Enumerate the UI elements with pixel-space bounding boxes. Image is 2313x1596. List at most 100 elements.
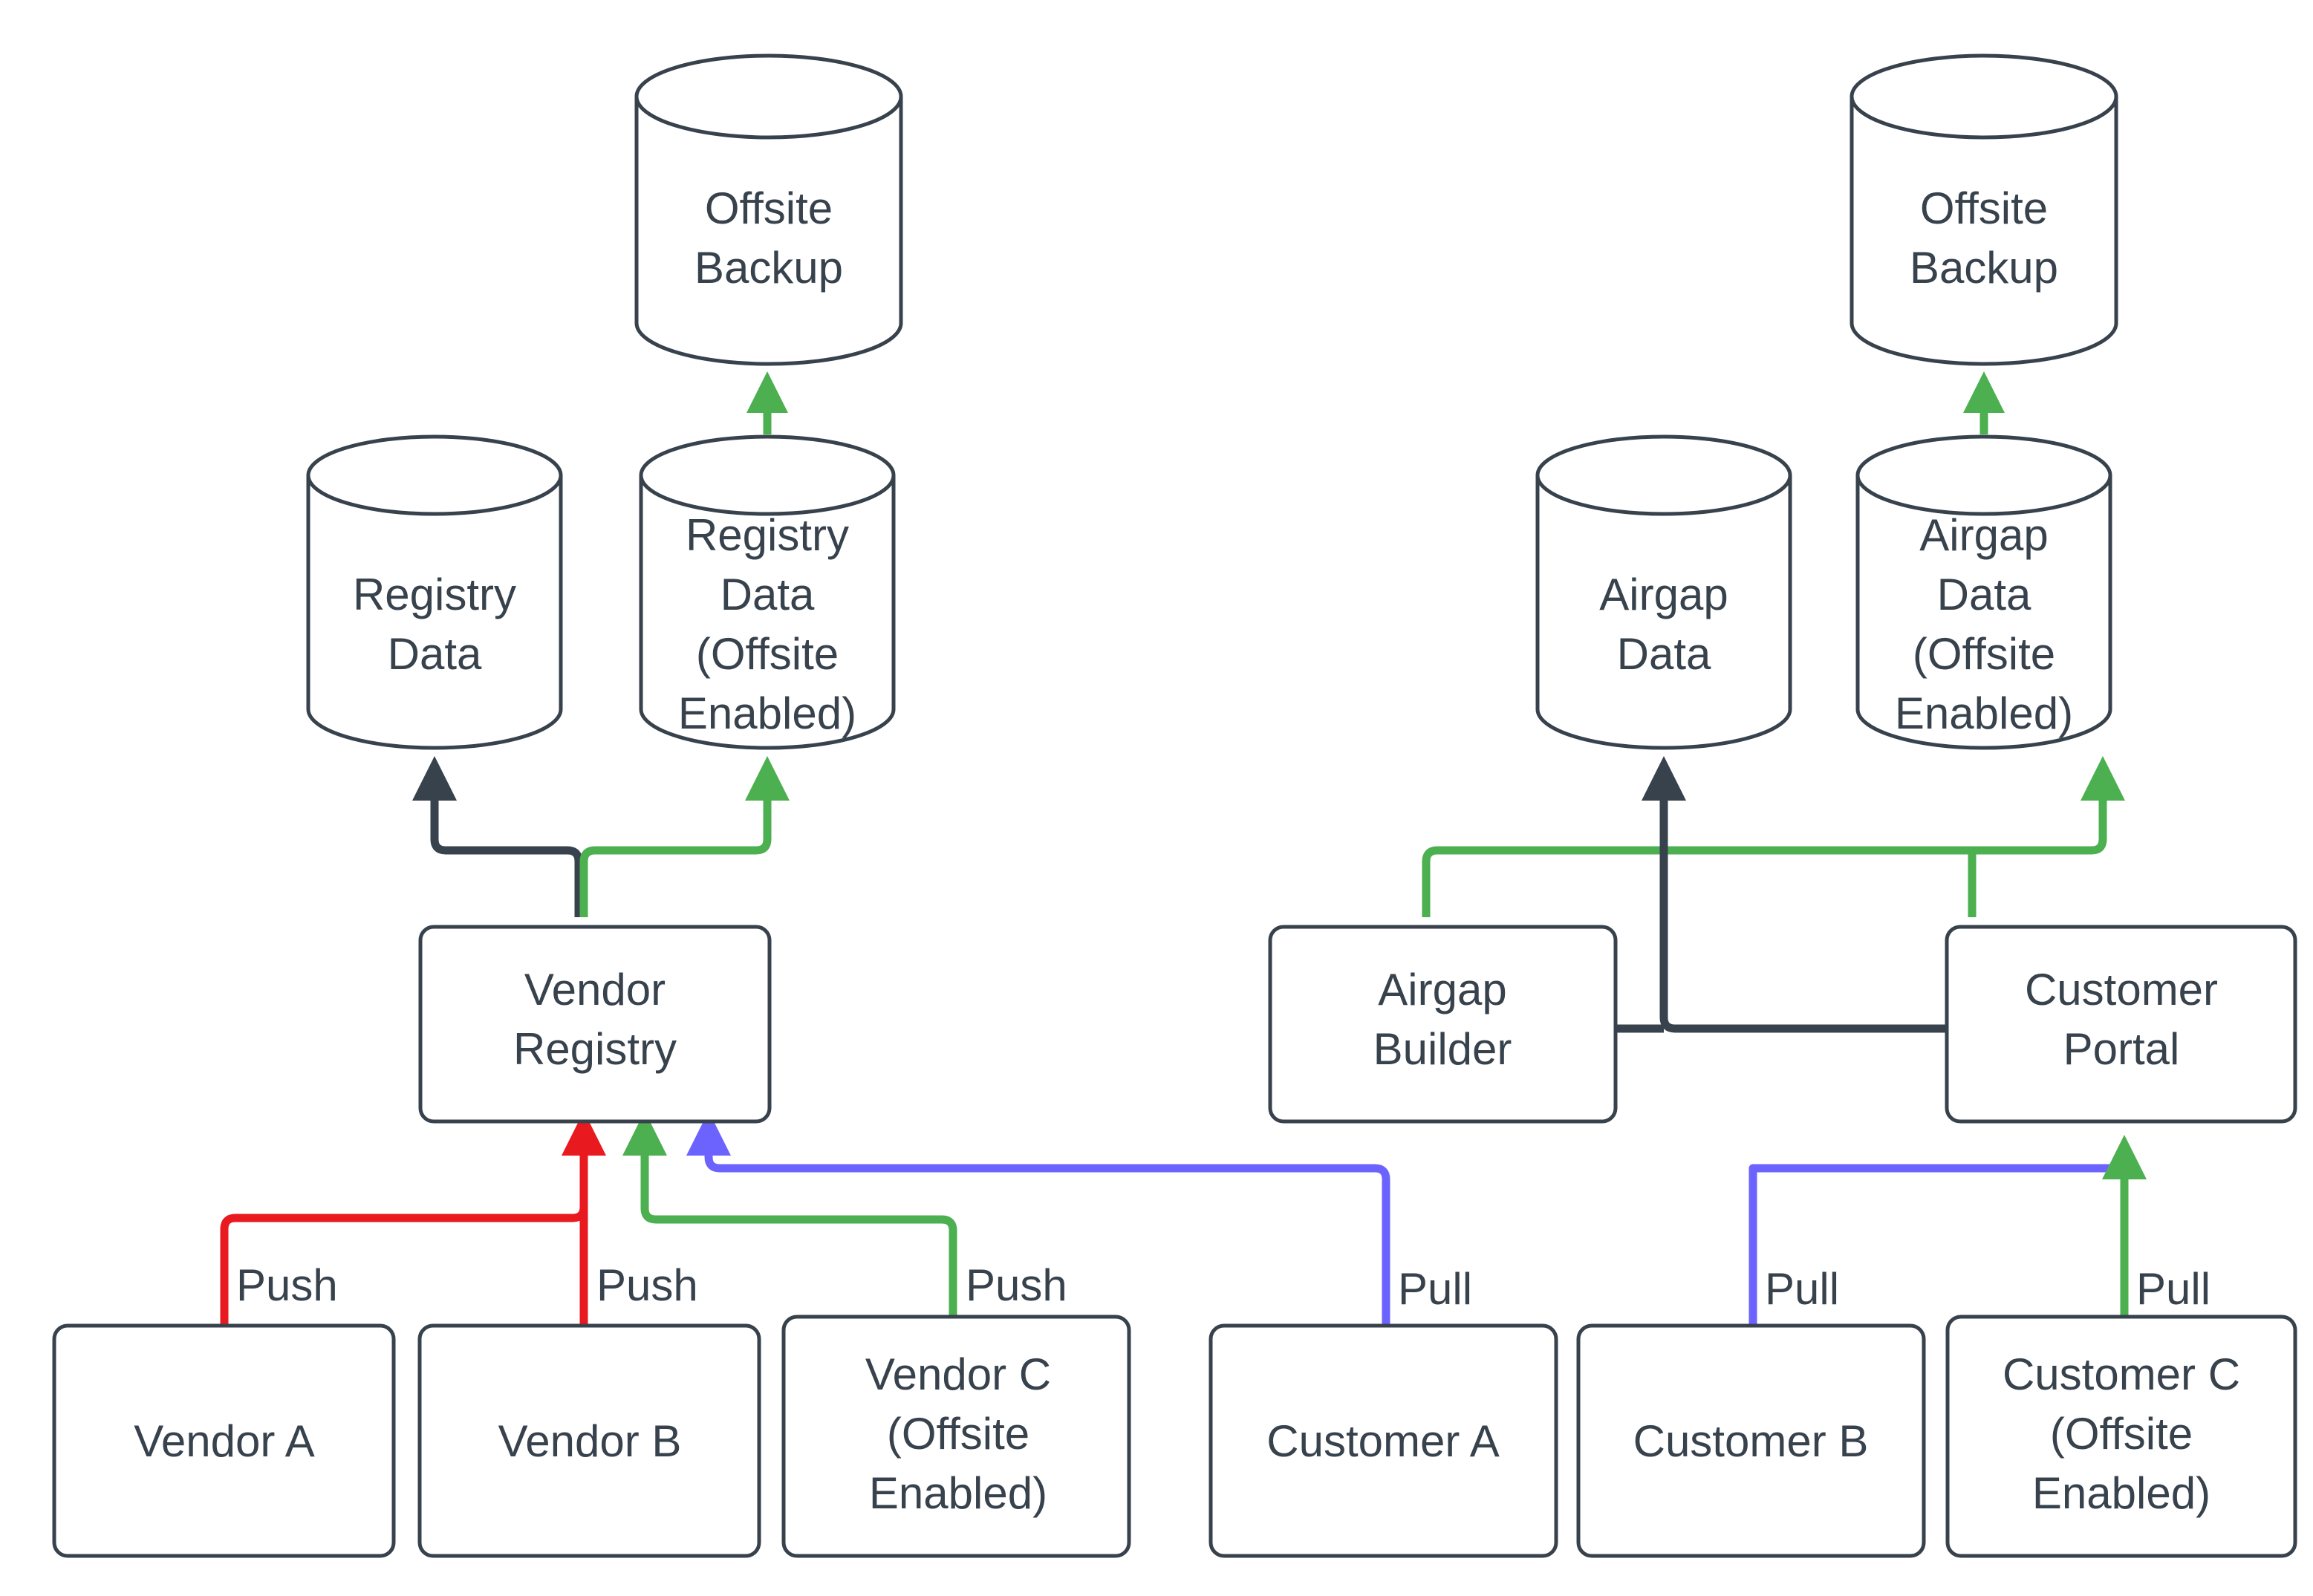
edge-vendor-c-push — [622, 1111, 957, 1317]
edge-label-vendor-a-push: Push — [236, 1260, 338, 1310]
offsite-backup-left-label-line2: Backup — [694, 243, 843, 293]
registry-data-offsite-top — [639, 434, 896, 516]
registry-data-offsite-body — [639, 475, 896, 750]
offsite-backup-left-top — [634, 53, 903, 140]
airgap-data-body — [1535, 475, 1792, 750]
arrowhead-offsite-backup-left — [746, 371, 788, 413]
edge-vendor-registry-to-registry-data-offsite — [579, 756, 790, 917]
node-registry-data[interactable]: Registry Data — [306, 434, 563, 750]
customer-portal-box — [1945, 925, 2297, 1124]
node-vendor-c[interactable]: Vendor C (Offsite Enabled) — [781, 1315, 1131, 1558]
node-customer-a[interactable]: Customer A — [1208, 1323, 1558, 1558]
airgap-data-label-line1: Airgap — [1599, 570, 1728, 619]
edge-vendor-registry-to-registry-data — [412, 756, 583, 917]
airgap-data-offsite-label-line1: Airgap — [1919, 510, 2048, 560]
edge-airgap-data-offsite-to-offsite-backup — [1963, 371, 2005, 434]
edge-customer-c-pull — [2102, 1135, 2147, 1317]
node-vendor-b[interactable]: Vendor B — [417, 1323, 761, 1558]
customer-c-label-line1: Customer C — [2003, 1349, 2240, 1399]
arrowhead-vendor-c-push — [622, 1111, 667, 1156]
arrowhead-airgap-data-offsite — [2081, 756, 2125, 801]
vendor-a-label: Vendor A — [134, 1416, 315, 1466]
node-offsite-backup-left[interactable]: Offsite Backup — [634, 53, 903, 366]
node-airgap-data[interactable]: Airgap Data — [1535, 434, 1792, 750]
customer-b-label: Customer B — [1633, 1416, 1869, 1466]
vendor-c-label-line2: (Offsite — [887, 1409, 1029, 1459]
customer-portal-label-line1: Customer — [2025, 965, 2218, 1014]
offsite-backup-right-body — [1850, 97, 2118, 366]
registry-data-offsite-label-line4: Enabled) — [678, 688, 856, 738]
edge-label-vendor-b-push: Push — [596, 1260, 698, 1310]
registry-data-label-line1: Registry — [353, 570, 516, 619]
node-customer-c[interactable]: Customer C (Offsite Enabled) — [1945, 1315, 2297, 1558]
customer-b-box — [1576, 1323, 1926, 1558]
airgap-data-offsite-body — [1855, 475, 2112, 750]
edge-path-vendor-registry-to-registry-data — [430, 795, 583, 917]
arrowhead-offsite-backup-right — [1963, 371, 2005, 413]
node-registry-data-offsite[interactable]: Registry Data (Offsite Enabled) — [639, 434, 896, 750]
edge-customer-a-pull — [686, 1111, 1390, 1326]
registry-data-offsite-label-line3: (Offsite — [696, 629, 839, 679]
airgap-data-offsite-label-line2: Data — [1937, 570, 2031, 619]
edge-label-customer-c-pull: Pull — [2136, 1264, 2210, 1314]
registry-data-body — [306, 475, 563, 750]
vendor-c-label-line3: Enabled) — [869, 1468, 1047, 1518]
edge-label-customer-b-pull: Pull — [1765, 1264, 1839, 1314]
offsite-backup-right-label-line1: Offsite — [1920, 183, 2048, 233]
customer-portal-label-line2: Portal — [2063, 1024, 2180, 1074]
customer-c-label-line2: (Offsite — [2050, 1409, 2193, 1459]
vendor-registry-label-line1: Vendor — [524, 965, 666, 1014]
airgap-builder-label-line1: Airgap — [1378, 965, 1506, 1014]
edge-airgap-builder-to-airgap-data-offsite — [1422, 756, 2125, 917]
offsite-backup-right-top — [1850, 53, 2118, 140]
edge-label-vendor-c-push: Push — [966, 1260, 1067, 1310]
customer-c-box — [1945, 1315, 2297, 1558]
edge-registry-data-offsite-to-offsite-backup — [746, 371, 788, 434]
airgap-builder-label-line2: Builder — [1373, 1024, 1512, 1074]
arrowhead-airgap-data — [1642, 756, 1686, 801]
arrowhead-vendor-a-push — [562, 1111, 606, 1156]
node-customer-b[interactable]: Customer B — [1576, 1323, 1926, 1558]
edge-path-customer-portal-airgap-data — [1659, 795, 1947, 1033]
airgap-data-offsite-label-line3: (Offsite — [1913, 629, 2055, 679]
vendor-c-box — [781, 1315, 1131, 1558]
registry-data-offsite-label-line1: Registry — [686, 510, 849, 560]
arrowhead-customer-a-pull — [686, 1111, 731, 1156]
registry-data-label-line2: Data — [388, 629, 482, 679]
airgap-data-label-line2: Data — [1617, 629, 1711, 679]
node-airgap-builder[interactable]: Airgap Builder — [1268, 925, 1618, 1124]
arrowhead-registry-data — [412, 756, 457, 801]
edge-path-customer-b-pull — [1748, 1164, 2124, 1326]
vendor-b-label: Vendor B — [498, 1416, 682, 1466]
offsite-backup-left-body — [634, 97, 903, 366]
edge-path-vendor-c-push — [640, 1147, 957, 1317]
vendor-registry-label-line2: Registry — [513, 1024, 677, 1074]
arrowhead-registry-data-offsite — [745, 756, 790, 801]
node-vendor-a[interactable]: Vendor A — [52, 1323, 396, 1558]
edge-path-airgap-builder-to-airgap-data-offsite — [1422, 795, 2107, 917]
node-offsite-backup-right[interactable]: Offsite Backup — [1850, 53, 2118, 366]
vendor-c-label-line1: Vendor C — [865, 1349, 1051, 1399]
vendor-a-box — [52, 1323, 396, 1558]
edge-path-vendor-registry-to-registry-data-offsite — [579, 795, 772, 917]
node-airgap-data-offsite[interactable]: Airgap Data (Offsite Enabled) — [1855, 434, 2112, 750]
vendor-registry-box — [418, 925, 772, 1124]
node-vendor-registry[interactable]: Vendor Registry — [418, 925, 772, 1124]
registry-data-offsite-label-line2: Data — [720, 570, 815, 619]
customer-c-label-line3: Enabled) — [2032, 1468, 2210, 1518]
airgap-builder-box — [1268, 925, 1618, 1124]
airgap-data-offsite-top — [1855, 434, 2112, 516]
offsite-backup-right-label-line2: Backup — [1910, 243, 2058, 293]
edge-customer-portal-to-airgap-data — [1642, 756, 1947, 1033]
customer-a-label: Customer A — [1266, 1416, 1499, 1466]
node-customer-portal[interactable]: Customer Portal — [1945, 925, 2297, 1124]
registry-data-top — [306, 434, 563, 516]
edge-customer-b-pull — [1748, 1164, 2124, 1326]
vendor-b-box — [417, 1323, 761, 1558]
airgap-data-top — [1535, 434, 1792, 516]
airgap-data-offsite-label-line4: Enabled) — [1895, 688, 2073, 738]
offsite-backup-left-label-line1: Offsite — [705, 183, 833, 233]
customer-a-box — [1208, 1323, 1558, 1558]
